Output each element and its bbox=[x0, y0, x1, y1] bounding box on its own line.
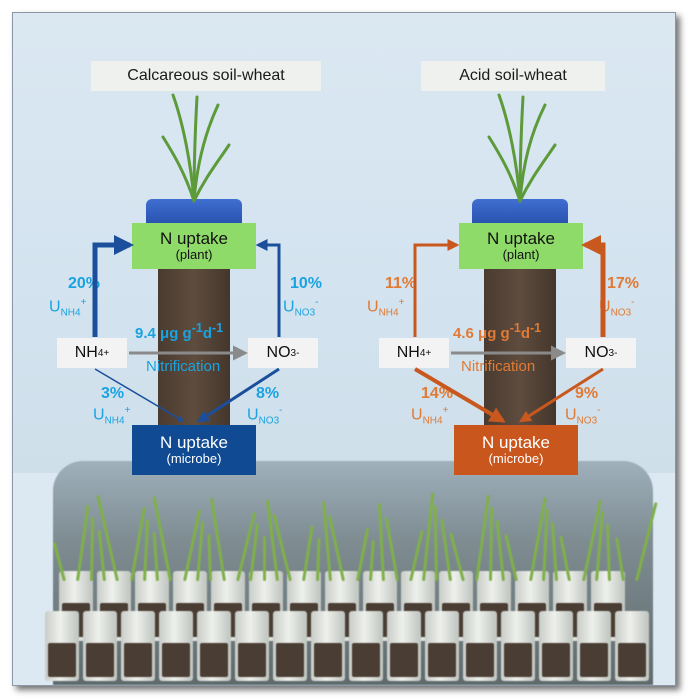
plant-no3-pct-calcareous: 10% bbox=[290, 275, 323, 292]
pot-icon bbox=[83, 611, 117, 681]
plant-nh4-pct-calcareous: 20% bbox=[68, 275, 101, 292]
arrow-nh4-to-microbe-acid bbox=[413, 367, 506, 423]
microbe-uptake-label: N uptake bbox=[159, 432, 229, 452]
pot-icon bbox=[387, 611, 421, 681]
u-nh4-label: UNH4+ bbox=[411, 405, 449, 427]
u-nh4-label: UNH4+ bbox=[49, 297, 87, 319]
plant-uptake-box-calcareous: N uptake (plant) bbox=[132, 223, 256, 269]
pot-icon bbox=[311, 611, 345, 681]
arrow-no3-to-plant-calcareous bbox=[255, 239, 281, 337]
pot-icon bbox=[121, 611, 155, 681]
microbe-uptake-box-calcareous: N uptake (microbe) bbox=[132, 425, 256, 475]
arrow-nh4-to-plant-calcareous bbox=[92, 235, 134, 337]
pot-icon bbox=[501, 611, 535, 681]
nitrification-rate-calcareous: 9.4 μg g-1d-1 bbox=[135, 321, 224, 342]
microbe-nh4-pct-calcareous: 3% bbox=[101, 385, 125, 402]
plant-uptake-sublabel: (plant) bbox=[175, 247, 213, 263]
arrow-no3-to-microbe-acid bbox=[518, 367, 604, 423]
wheat-plant-icon bbox=[161, 93, 231, 203]
wheat-blade-icon bbox=[262, 536, 266, 581]
arrow-no3-to-microbe-calcareous bbox=[196, 367, 280, 423]
u-no3-label: UNO3- bbox=[247, 405, 283, 427]
microbe-no3-pct-acid: 9% bbox=[575, 385, 599, 402]
u-nh4-label: UNH4+ bbox=[367, 297, 405, 319]
pot-icon bbox=[615, 611, 649, 681]
plant-uptake-sublabel: (plant) bbox=[502, 247, 540, 263]
flow-arrows bbox=[92, 93, 606, 423]
pot-icon bbox=[539, 611, 573, 681]
microbe-uptake-box-acid: N uptake (microbe) bbox=[454, 425, 578, 475]
panel-title-acid: Acid soil-wheat bbox=[421, 61, 605, 91]
panel-title-calcareous: Calcareous soil-wheat bbox=[91, 61, 321, 91]
nitrification-rate-acid: 4.6 μg g-1d-1 bbox=[453, 321, 542, 342]
pot-icon bbox=[463, 611, 497, 681]
nitrification-label-acid: Nitrification bbox=[461, 358, 536, 375]
pot-icon bbox=[45, 611, 79, 681]
microbe-nh4-pct-acid: 14% bbox=[421, 385, 454, 402]
plant-no3-pct-acid: 17% bbox=[607, 275, 640, 292]
pot-icon bbox=[577, 611, 611, 681]
u-no3-label: UNO3- bbox=[283, 297, 319, 319]
pot-icon bbox=[235, 611, 269, 681]
pot-icon bbox=[273, 611, 307, 681]
arrow-nh4-to-microbe-calcareous bbox=[94, 368, 185, 422]
microbe-uptake-sublabel: (microbe) bbox=[166, 451, 222, 467]
microbe-uptake-sublabel: (microbe) bbox=[488, 451, 544, 467]
greenhouse-photo bbox=[45, 461, 658, 685]
nitrification-label-calcareous: Nitrification bbox=[146, 358, 221, 375]
wheat-plant-icon bbox=[487, 93, 557, 203]
u-nh4-label: UNH4+ bbox=[93, 405, 131, 427]
pot-icon bbox=[349, 611, 383, 681]
microbe-uptake-label: N uptake bbox=[481, 432, 551, 452]
plant-uptake-label: N uptake bbox=[159, 228, 229, 248]
microbe-no3-pct-calcareous: 8% bbox=[256, 385, 280, 402]
pot-icon bbox=[197, 611, 231, 681]
pot-icon bbox=[159, 611, 193, 681]
plant-nh4-pct-acid: 11% bbox=[385, 275, 417, 292]
arrow-nh4-to-plant-acid bbox=[413, 239, 460, 337]
figure-frame: Calcareous soil-wheat N uptake (plant) N… bbox=[12, 12, 676, 686]
plant-uptake-box-acid: N uptake (plant) bbox=[459, 223, 583, 269]
arrow-no3-to-plant-acid bbox=[581, 235, 606, 337]
u-no3-label: UNO3- bbox=[565, 405, 601, 427]
plant-uptake-label: N uptake bbox=[486, 228, 556, 248]
pot-icon bbox=[425, 611, 459, 681]
